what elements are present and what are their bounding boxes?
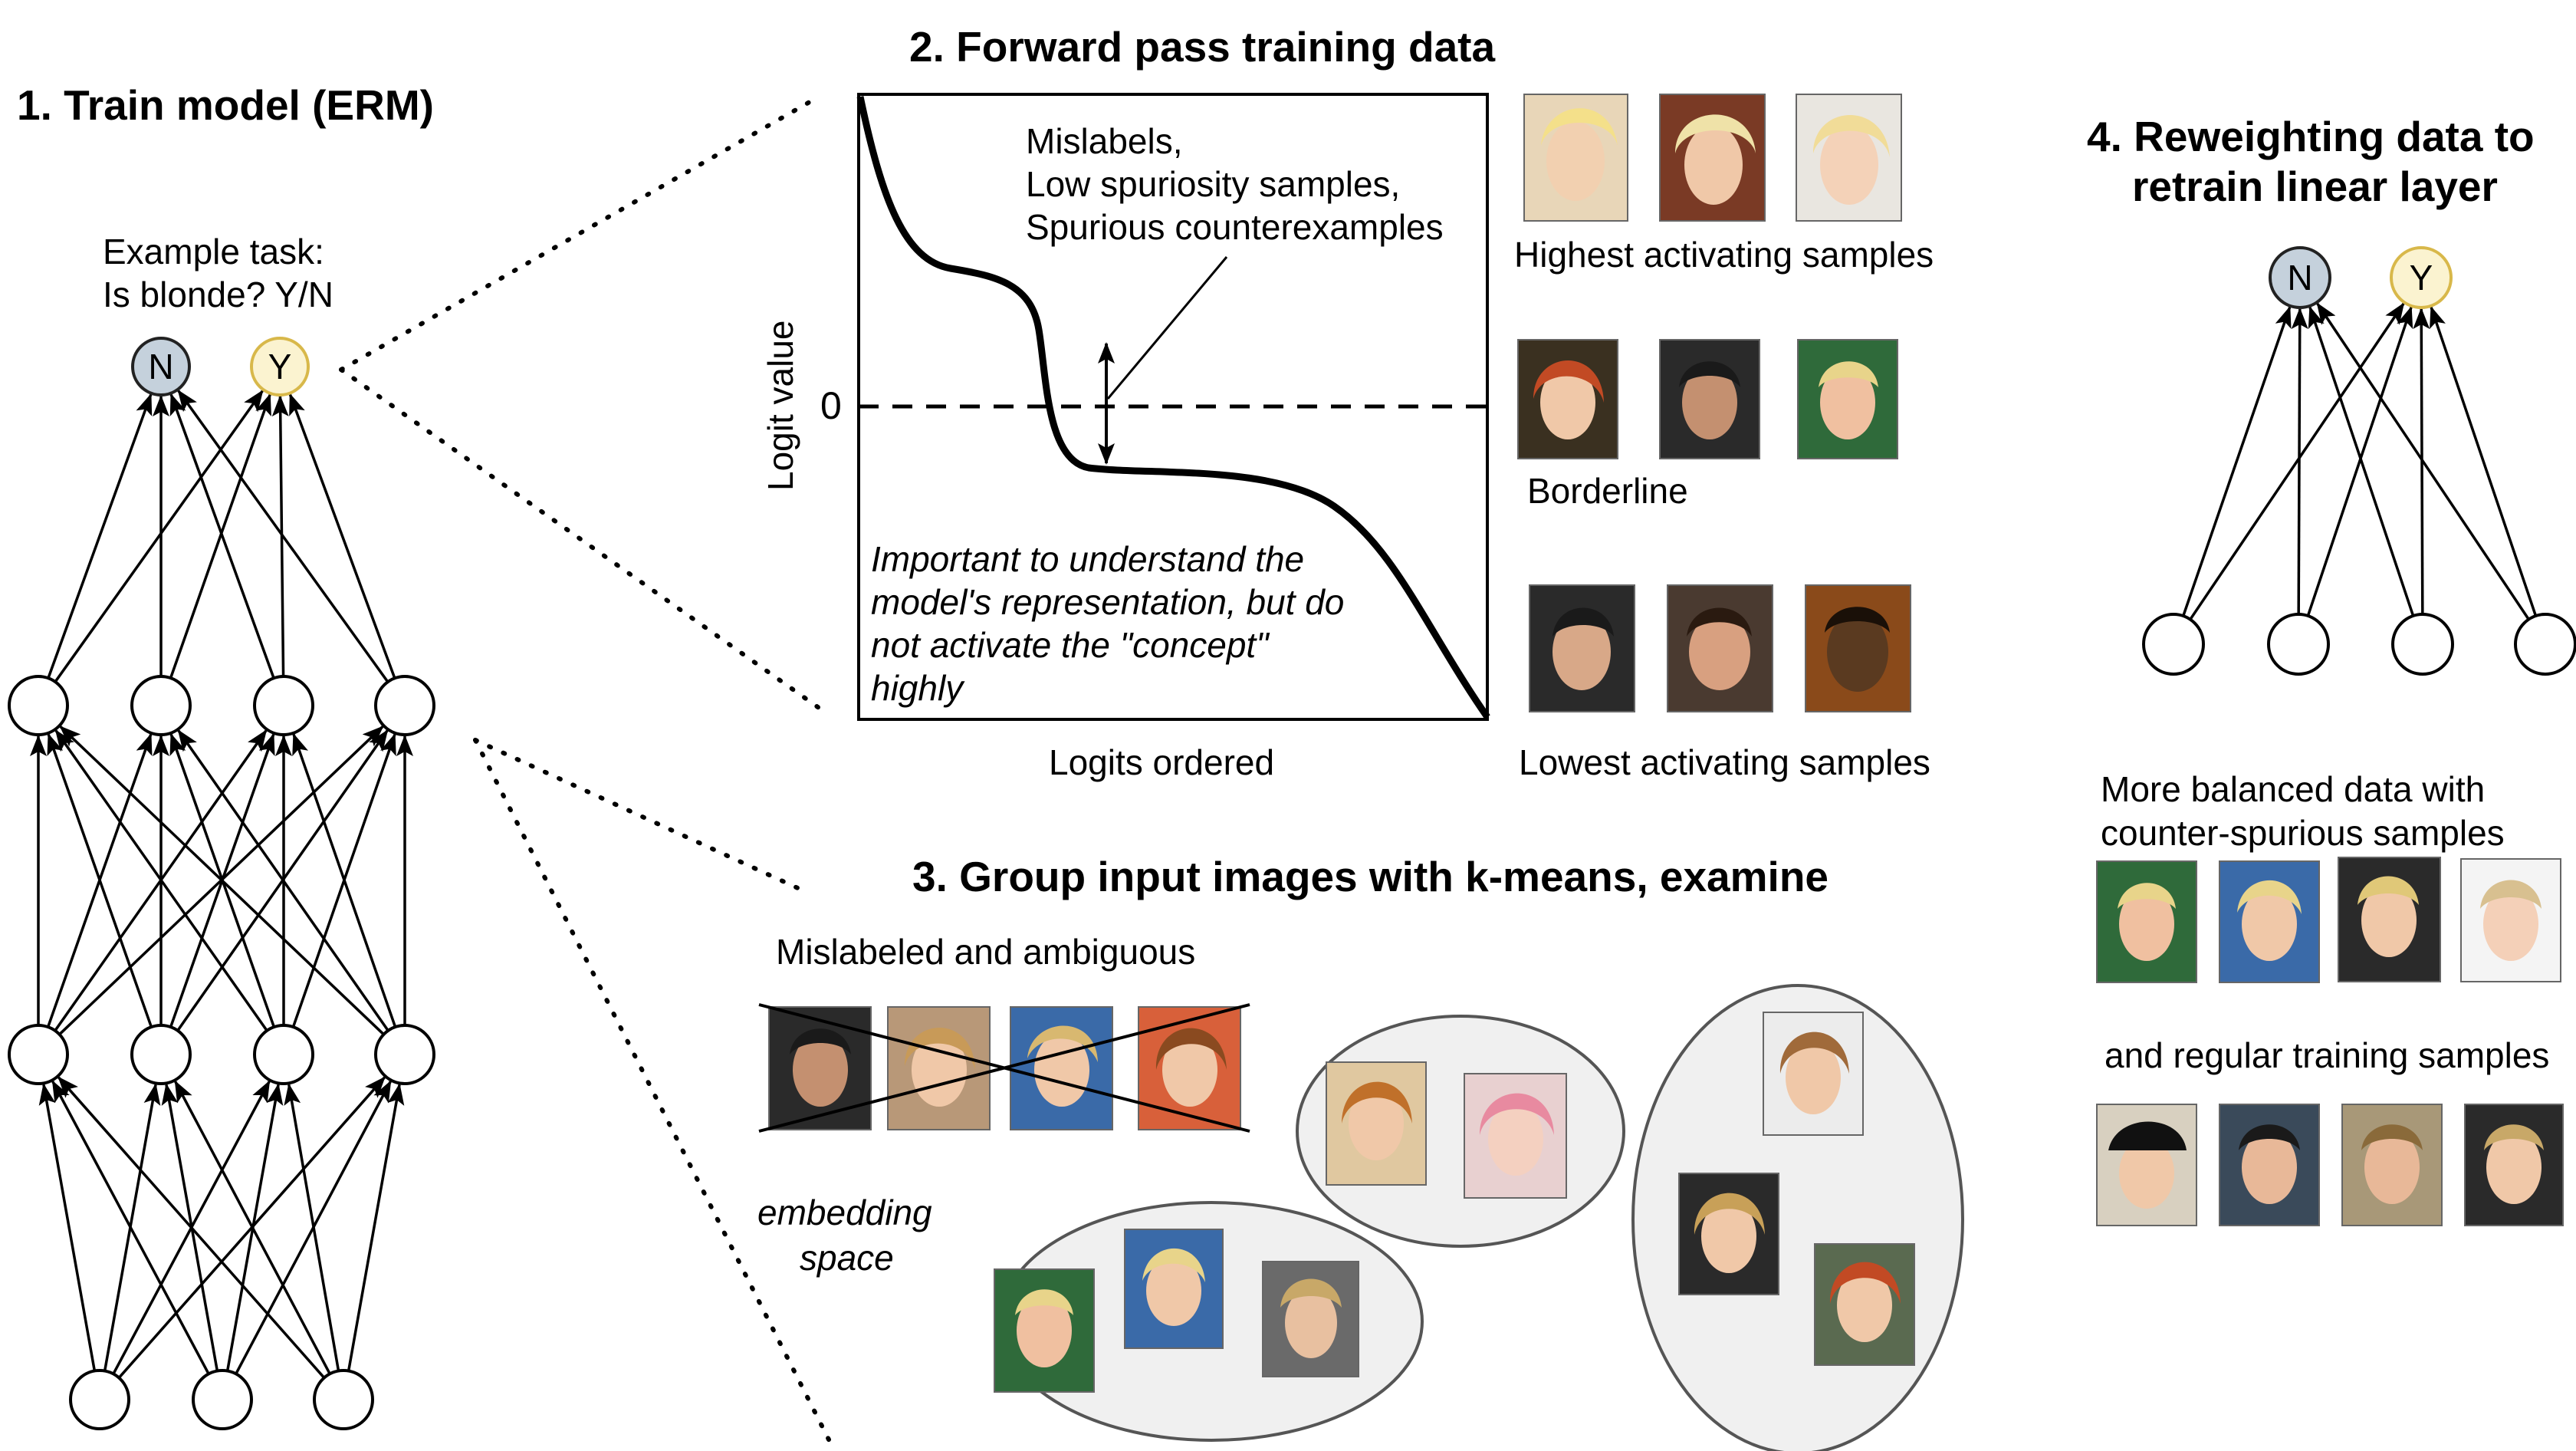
connection-arrow	[288, 393, 396, 679]
connection-arrow	[59, 726, 385, 1036]
step1-title: 1. Train model (ERM)	[17, 81, 434, 129]
balanced-line2: counter-spurious samples	[2101, 813, 2505, 853]
hidden-node	[192, 1369, 253, 1430]
connection-arrow	[2316, 302, 2530, 620]
step3-title: 3. Group input images with k-means, exam…	[912, 853, 1829, 900]
hidden-node	[253, 675, 314, 736]
note-line2: model's representation, but do	[871, 582, 1344, 622]
output-node-n-label: N	[2287, 258, 2312, 298]
output-node-y	[250, 337, 310, 396]
cluster-bottom-faces	[994, 1229, 1359, 1393]
logit-curve	[856, 96, 1490, 719]
regular-label: and regular training samples	[2104, 1035, 2549, 1075]
connection-arrow	[174, 1080, 331, 1375]
connection-arrow	[2182, 305, 2292, 617]
hidden-node	[8, 675, 69, 736]
example-task-line1: Example task:	[103, 232, 324, 271]
callout-line2: Low spuriosity samples,	[1026, 164, 1400, 204]
hidden-node	[313, 1369, 374, 1430]
example-task-line2: Is blonde? Y/N	[103, 275, 334, 314]
y-axis-label: Logit value	[761, 321, 800, 492]
connection-arrow	[177, 390, 389, 683]
regular-samples	[2096, 1104, 2564, 1226]
embedding-line1: embedding	[757, 1193, 932, 1232]
hidden-node	[374, 675, 435, 736]
connection-arrow	[2430, 305, 2538, 617]
connection-arrow	[2308, 305, 2415, 617]
feature-node	[2514, 613, 2576, 676]
connection-arrow	[292, 732, 397, 1028]
output-node-y-label: Y	[268, 347, 292, 387]
erm-network	[30, 390, 413, 1379]
connection-arrow	[2291, 307, 2308, 615]
callout-line1: Mislabels,	[1026, 121, 1183, 161]
note-line1: Important to understand the	[871, 539, 1304, 579]
balanced-samples	[2096, 857, 2561, 983]
output-node-n-label: N	[148, 347, 173, 387]
cluster-right-faces	[1678, 1012, 1915, 1366]
lowest-samples	[1529, 584, 1911, 712]
note-line3: not activate the "concept"	[871, 625, 1270, 665]
highest-label: Highest activating samples	[1514, 235, 1934, 275]
connection-arrow	[38, 1083, 97, 1371]
mislabeled-samples	[758, 1003, 1250, 1133]
connection-arrow	[169, 393, 275, 679]
output-node-y-label: Y	[2410, 258, 2433, 298]
cluster-top-faces	[1326, 1061, 1567, 1199]
step4-title-line2: retrain linear layer	[2132, 163, 2498, 210]
step4-title-line1: 4. Reweighting data to	[2087, 113, 2535, 160]
connection-arrow	[54, 390, 264, 683]
cross-out-line	[758, 1003, 1250, 1133]
zero-tick-label: 0	[820, 384, 842, 427]
face-thumbnail	[1546, 121, 1605, 201]
callout-pointer	[1106, 256, 1228, 400]
connection-arrow	[347, 1083, 405, 1371]
hidden-node	[130, 675, 192, 736]
connection-arrow	[58, 1076, 326, 1379]
borderline-label: Borderline	[1527, 471, 1688, 511]
connection-arrow	[2306, 305, 2413, 617]
feature-node	[2391, 613, 2454, 676]
output-node-n	[2269, 246, 2331, 309]
connection-arrow	[54, 729, 268, 1031]
borderline-samples	[1517, 339, 1898, 459]
step2-title: 2. Forward pass training data	[909, 23, 1495, 71]
hidden-node	[69, 1369, 130, 1430]
mislabeled-label: Mislabeled and ambiguous	[776, 932, 1195, 972]
connection-arrow	[51, 1080, 210, 1375]
highest-samples	[1523, 94, 1902, 222]
linear-layer-network	[2182, 302, 2538, 620]
note-line4: highly	[871, 668, 965, 708]
embedding-line2: space	[800, 1238, 894, 1278]
dotted-connectors	[339, 94, 834, 1448]
feature-node	[2267, 613, 2330, 676]
lowest-label: Lowest activating samples	[1519, 742, 1930, 782]
hidden-node	[130, 1024, 192, 1085]
connection-arrow	[2189, 302, 2405, 620]
output-node-n	[131, 337, 191, 396]
connection-arrow	[169, 393, 271, 679]
callout-line3: Spurious counterexamples	[1026, 207, 1444, 247]
connection-arrow	[47, 393, 153, 679]
hidden-node	[253, 1024, 314, 1085]
connection-arrow	[47, 732, 153, 1028]
feature-node	[2142, 613, 2205, 676]
hidden-node	[374, 1024, 435, 1085]
connection-arrow	[284, 1083, 340, 1371]
x-axis-label: Logits ordered	[1049, 742, 1274, 782]
connection-arrow	[177, 729, 389, 1031]
output-node-y	[2390, 246, 2453, 309]
hidden-node	[8, 1024, 69, 1085]
balanced-line1: More balanced data with	[2101, 769, 2485, 809]
